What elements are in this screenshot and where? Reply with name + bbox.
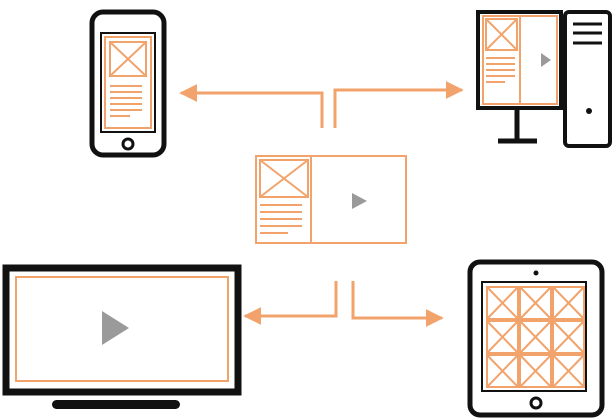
tablet-grid-image-placeholder (519, 320, 552, 354)
arrow-to-desktop (333, 81, 464, 128)
tablet-grid-image-placeholder (552, 354, 585, 388)
tablet-grid-image-placeholder (552, 286, 585, 320)
arrow-to-tablet (351, 281, 444, 327)
smartphone-icon (89, 9, 167, 158)
television-icon (2, 264, 242, 409)
source-play-icon (352, 193, 367, 209)
tablet-grid-image-placeholder (519, 354, 552, 388)
tablet-grid-layout (486, 286, 585, 388)
responsive-layout-icon (255, 155, 407, 244)
desktop-computer-icon (476, 10, 612, 148)
tablet-grid-image-placeholder (486, 354, 519, 388)
phone-screen-layout (104, 36, 152, 129)
tv-screen-layout (15, 276, 229, 382)
tv-play-icon (102, 311, 129, 345)
arrow-to-smartphone (179, 84, 324, 128)
tablet-grid-image-placeholder (486, 320, 519, 354)
desktop-screen-layout (482, 15, 558, 105)
tablet-grid-image-placeholder (552, 320, 585, 354)
tablet-icon (467, 259, 605, 418)
arrow-to-tv (243, 281, 338, 325)
tablet-grid-image-placeholder (486, 286, 519, 320)
connectors (179, 81, 464, 327)
tablet-grid-image-placeholder (519, 286, 552, 320)
desktop-play-icon (541, 53, 551, 67)
